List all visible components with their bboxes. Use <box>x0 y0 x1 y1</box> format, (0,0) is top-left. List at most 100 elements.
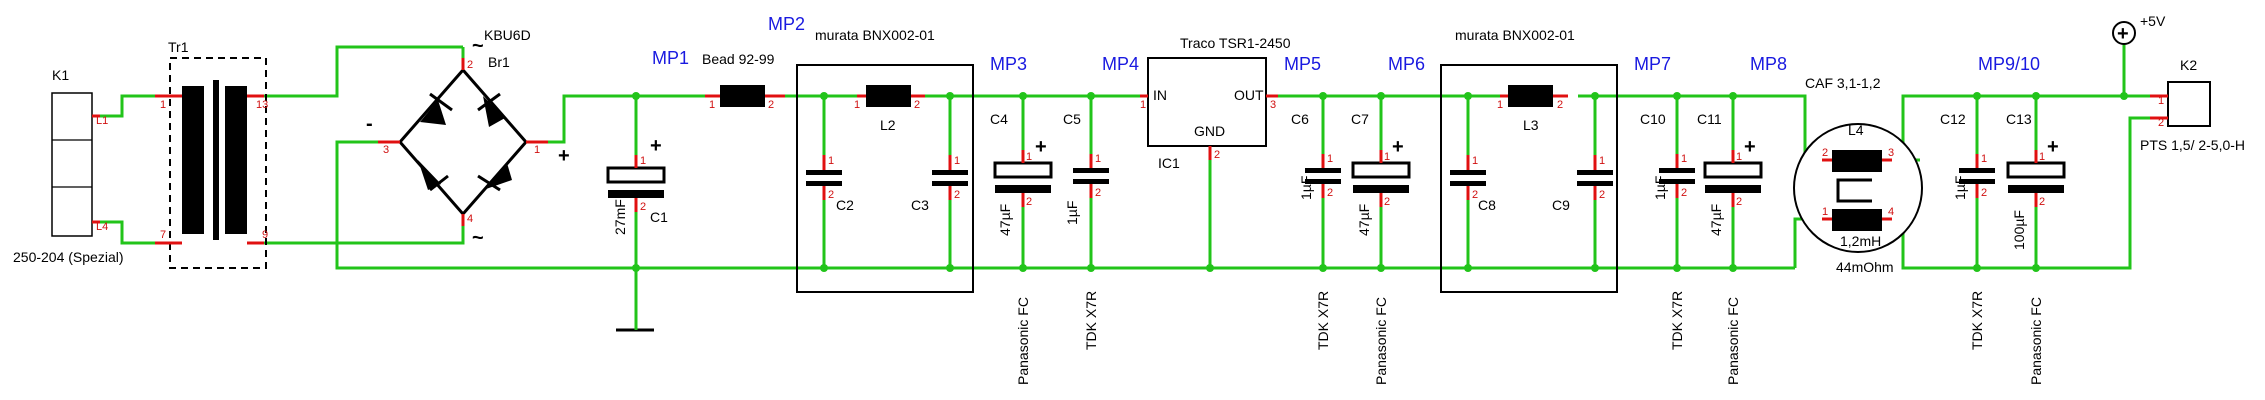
c2-ref: C2 <box>836 197 854 213</box>
c13-value: 100µF <box>2011 210 2027 250</box>
ferrite-bead: Bead 92-99 1 2 <box>702 51 785 111</box>
c13-ref: C13 <box>2006 111 2032 127</box>
c4-ref: C4 <box>990 111 1008 127</box>
c1-polarity: + <box>650 135 662 157</box>
c1-plate-top <box>606 166 666 184</box>
mp2-label: MP2 <box>768 14 805 34</box>
measure-points: MP1 MP2 MP3 MP4 MP5 MP6 MP7 MP8 MP9/10 <box>652 14 2040 74</box>
c2-plate-bottom <box>806 181 842 186</box>
c5-pin-1: 1 <box>1095 153 1101 165</box>
l4-winding-top <box>1832 150 1882 172</box>
mp1-label: MP1 <box>652 48 689 68</box>
capacitor-c4: + 1 2 C4 47µF Panasonic FC <box>990 111 1053 385</box>
junction <box>1019 264 1027 272</box>
br1-plus: + <box>558 145 570 167</box>
junction <box>1973 264 1981 272</box>
br1-diode-bar <box>429 174 449 192</box>
c1-plate-bottom <box>608 190 664 198</box>
capacitor-c13: + 1 2 C13 100µF Panasonic FC <box>2006 111 2066 385</box>
l2-body <box>866 85 911 107</box>
c12-plate-top <box>1959 168 1995 173</box>
junction <box>1591 264 1599 272</box>
c9-plate-bottom <box>1577 181 1613 186</box>
l4-value: 1,2mH <box>1840 233 1881 249</box>
bead-pin-1: 1 <box>709 99 715 111</box>
c2-pin-1: 1 <box>828 155 834 167</box>
l3-ref: L3 <box>1523 117 1539 133</box>
l3-body <box>1508 85 1553 107</box>
supply-symbol <box>2112 21 2136 45</box>
c4-plate-bottom <box>995 185 1051 193</box>
c1-value: 27mF <box>612 199 628 235</box>
k2-part: PTS 1,5/ 2-5,0-H <box>2140 137 2245 153</box>
l4-pin-1: 1 <box>1822 206 1828 218</box>
l2-ref: L2 <box>880 117 896 133</box>
junction <box>820 92 828 100</box>
tr1-secondary-winding <box>225 86 247 234</box>
c6-pin-2: 2 <box>1327 187 1333 199</box>
k2-pin-1: 1 <box>2158 95 2164 107</box>
c11-ref: C11 <box>1697 111 1722 127</box>
junction <box>1319 92 1327 100</box>
wire-tr1-br1-bottom <box>264 241 1795 270</box>
c3-pin-2: 2 <box>954 189 960 201</box>
l4-ref: L4 <box>1848 122 1864 138</box>
junction <box>1087 264 1095 272</box>
c13-pin-2: 2 <box>2039 196 2045 208</box>
connector-k2: K2 1 2 PTS 1,5/ 2-5,0-H <box>2140 57 2245 153</box>
connector-k1: K1 L1 L4 250-204 (Spezial) <box>13 67 124 265</box>
c9-plate-top <box>1577 170 1613 175</box>
l4-resistance: 44mOhm <box>1836 259 1894 275</box>
c10-type: TDK X7R <box>1669 291 1685 350</box>
c4-pin-1: 1 <box>1026 151 1032 163</box>
capacitor-c6: 1 2 C6 1µF TDK X7R <box>1291 111 1341 350</box>
supply-plus: + <box>2117 23 2129 45</box>
tr1-ref: Tr1 <box>168 39 189 55</box>
c10-pin-2: 2 <box>1681 187 1687 199</box>
c4-pin-2: 2 <box>1026 196 1032 208</box>
br1-diode-4 <box>486 163 512 189</box>
supply-5v: + +5V <box>2112 13 2166 45</box>
junction <box>2120 92 2128 100</box>
junction-dots <box>632 92 2128 272</box>
mp7-label: MP7 <box>1634 54 1671 74</box>
ic1-pin-in-label: IN <box>1153 87 1167 103</box>
junction <box>1377 264 1385 272</box>
c1-ref: C1 <box>650 209 668 225</box>
c2-pin-2: 2 <box>828 189 834 201</box>
c13-plate-top <box>2006 161 2066 179</box>
c12-pin-1: 1 <box>1981 153 1987 165</box>
c3-pin-1: 1 <box>954 155 960 167</box>
transformer-tr1: Tr1 1 7 13 9 <box>155 39 268 269</box>
c8-plate-top <box>1450 170 1486 175</box>
c1-pin-1: 1 <box>640 155 646 167</box>
capacitor-c12: 1 2 C12 1µF TDK X7R <box>1940 111 1995 350</box>
c4-polarity: + <box>1035 136 1047 158</box>
c8-ref: C8 <box>1478 197 1496 213</box>
wire-br1-ac-bottom <box>337 214 465 245</box>
c12-plate-bottom <box>1959 179 1995 184</box>
c11-pin-1: 1 <box>1736 151 1742 163</box>
ic1-ref: IC1 <box>1158 155 1180 171</box>
l2-pin-1: 1 <box>854 99 860 111</box>
c12-type: TDK X7R <box>1969 291 1985 350</box>
tr1-enclosure <box>169 57 267 269</box>
c7-value: 47µF <box>1356 204 1372 236</box>
c5-plate-bottom <box>1073 179 1109 184</box>
k1-ref: K1 <box>52 67 69 83</box>
br1-pin-4: 4 <box>467 213 473 225</box>
k1-part: 250-204 (Spezial) <box>13 249 124 265</box>
br1-part: KBU6D <box>484 27 531 43</box>
c13-pin-1: 1 <box>2039 151 2045 163</box>
junction <box>2032 92 2040 100</box>
l4-part: CAF 3,1-1,2 <box>1805 75 1881 91</box>
ic1-pin-gnd-label: GND <box>1194 123 1225 139</box>
c10-plate-top <box>1659 168 1695 173</box>
tr1-primary-winding <box>182 86 204 234</box>
c12-ref: C12 <box>1940 111 1966 127</box>
c9-pin-2: 2 <box>1599 189 1605 201</box>
junction <box>1591 92 1599 100</box>
br1-ac-bottom: ~ <box>472 227 484 249</box>
l4-core <box>1836 178 1872 203</box>
br1-pin-2: 2 <box>467 59 473 71</box>
